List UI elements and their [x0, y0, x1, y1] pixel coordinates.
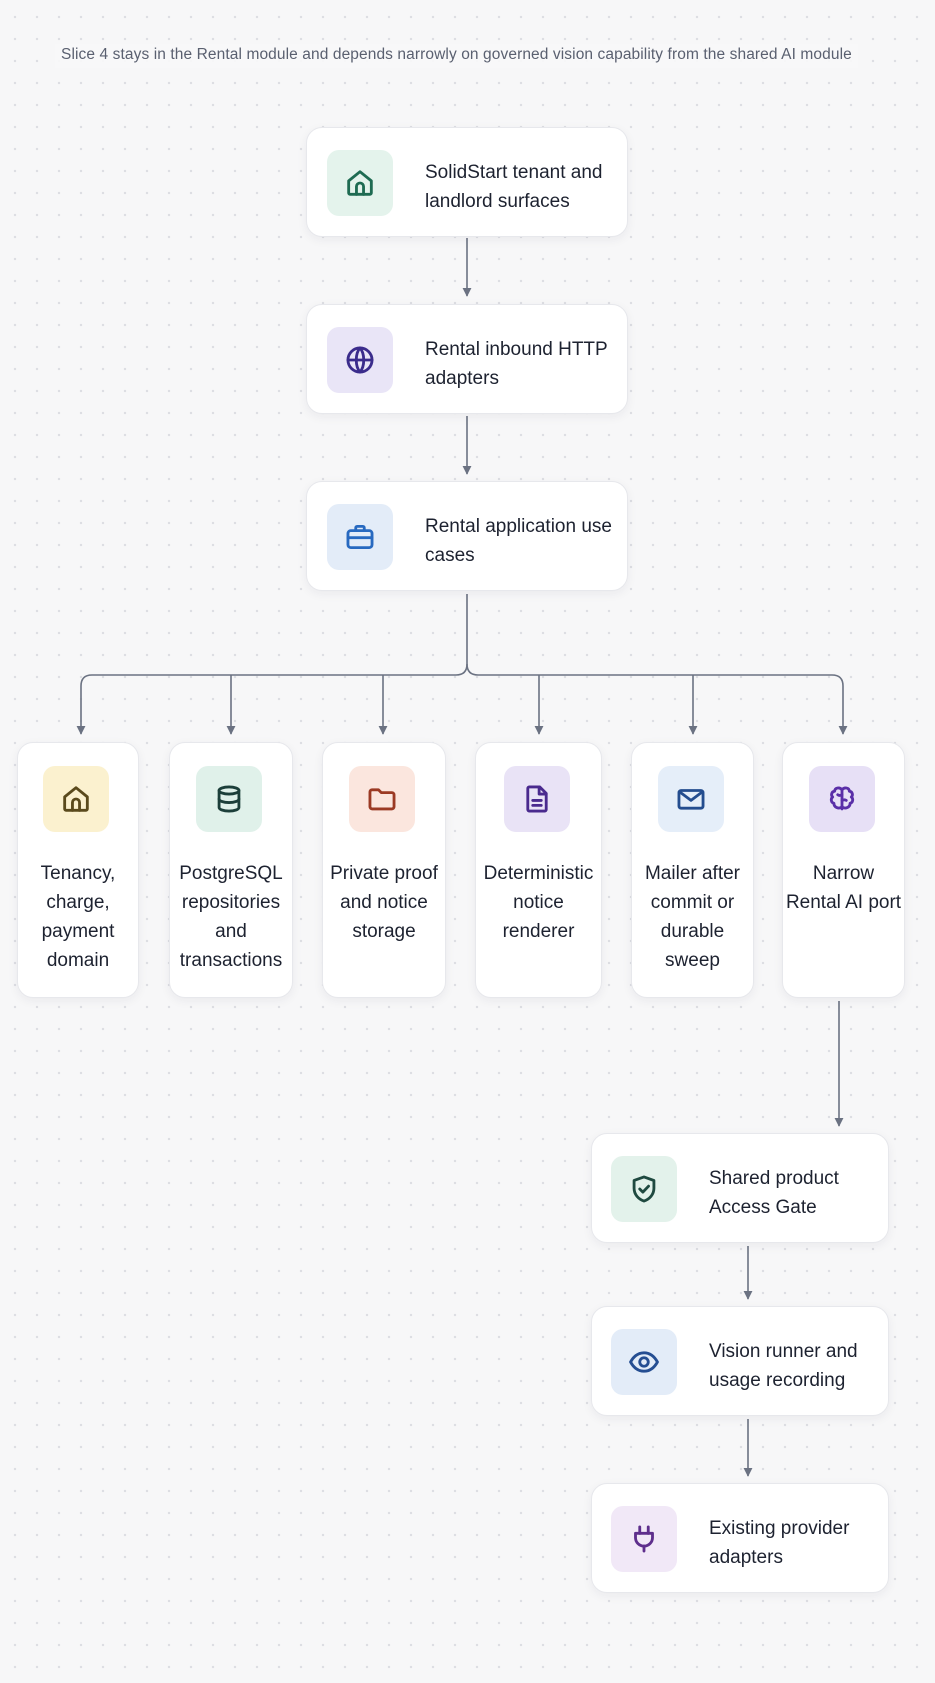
- node-storage: Private proof and notice storage: [322, 742, 446, 998]
- node-providers-label: Existing provider adapters: [709, 1518, 850, 1568]
- brain-icon: [808, 766, 875, 832]
- shield-check-icon: [611, 1156, 677, 1222]
- node-providers: Existing provider adapters: [591, 1483, 889, 1593]
- node-usecases: Rental application use cases: [306, 481, 628, 591]
- node-storage-label: Private proof and notice storage: [330, 863, 438, 942]
- node-aiport-label: Narrow Rental AI port: [785, 863, 902, 913]
- document-icon: [503, 766, 570, 832]
- home-icon: [43, 766, 109, 832]
- node-usecases-label: Rental application use cases: [425, 516, 612, 566]
- edge-usecases-aiport: [466, 663, 848, 735]
- node-surfaces-label: SolidStart tenant and landlord surfaces: [425, 162, 603, 212]
- folder-icon: [349, 766, 415, 832]
- node-inbound: Rental inbound HTTP adapters: [306, 304, 628, 414]
- database-icon: [196, 766, 262, 832]
- node-surfaces: SolidStart tenant and landlord surfaces: [306, 127, 628, 237]
- globe-icon: [327, 327, 393, 393]
- node-renderer-label: Deterministic notice renderer: [483, 863, 594, 942]
- node-mailer: Mailer after commit or durable sweep: [631, 742, 754, 998]
- diagram-caption: Slice 4 stays in the Rental module and d…: [55, 44, 858, 68]
- node-repos: PostgreSQL repositories and transactions: [169, 742, 293, 998]
- node-vision-label: Vision runner and usage recording: [709, 1341, 858, 1391]
- mail-icon: [657, 766, 724, 832]
- home-icon: [327, 150, 393, 216]
- node-domain: Tenancy, charge, payment domain: [17, 742, 139, 998]
- node-vision: Vision runner and usage recording: [591, 1306, 889, 1416]
- node-repos-label: PostgreSQL repositories and transactions: [179, 863, 283, 971]
- node-gate-label: Shared product Access Gate: [709, 1168, 839, 1218]
- node-mailer-label: Mailer after commit or durable sweep: [644, 863, 741, 971]
- node-gate: Shared product Access Gate: [591, 1133, 889, 1243]
- eye-icon: [611, 1329, 677, 1395]
- node-renderer: Deterministic notice renderer: [475, 742, 602, 998]
- node-domain-label: Tenancy, charge, payment domain: [40, 863, 116, 971]
- node-inbound-label: Rental inbound HTTP adapters: [425, 339, 608, 389]
- briefcase-icon: [327, 504, 393, 570]
- edge-usecases-trunk: [76, 594, 468, 735]
- node-aiport: Narrow Rental AI port: [782, 742, 905, 998]
- plug-icon: [611, 1506, 677, 1572]
